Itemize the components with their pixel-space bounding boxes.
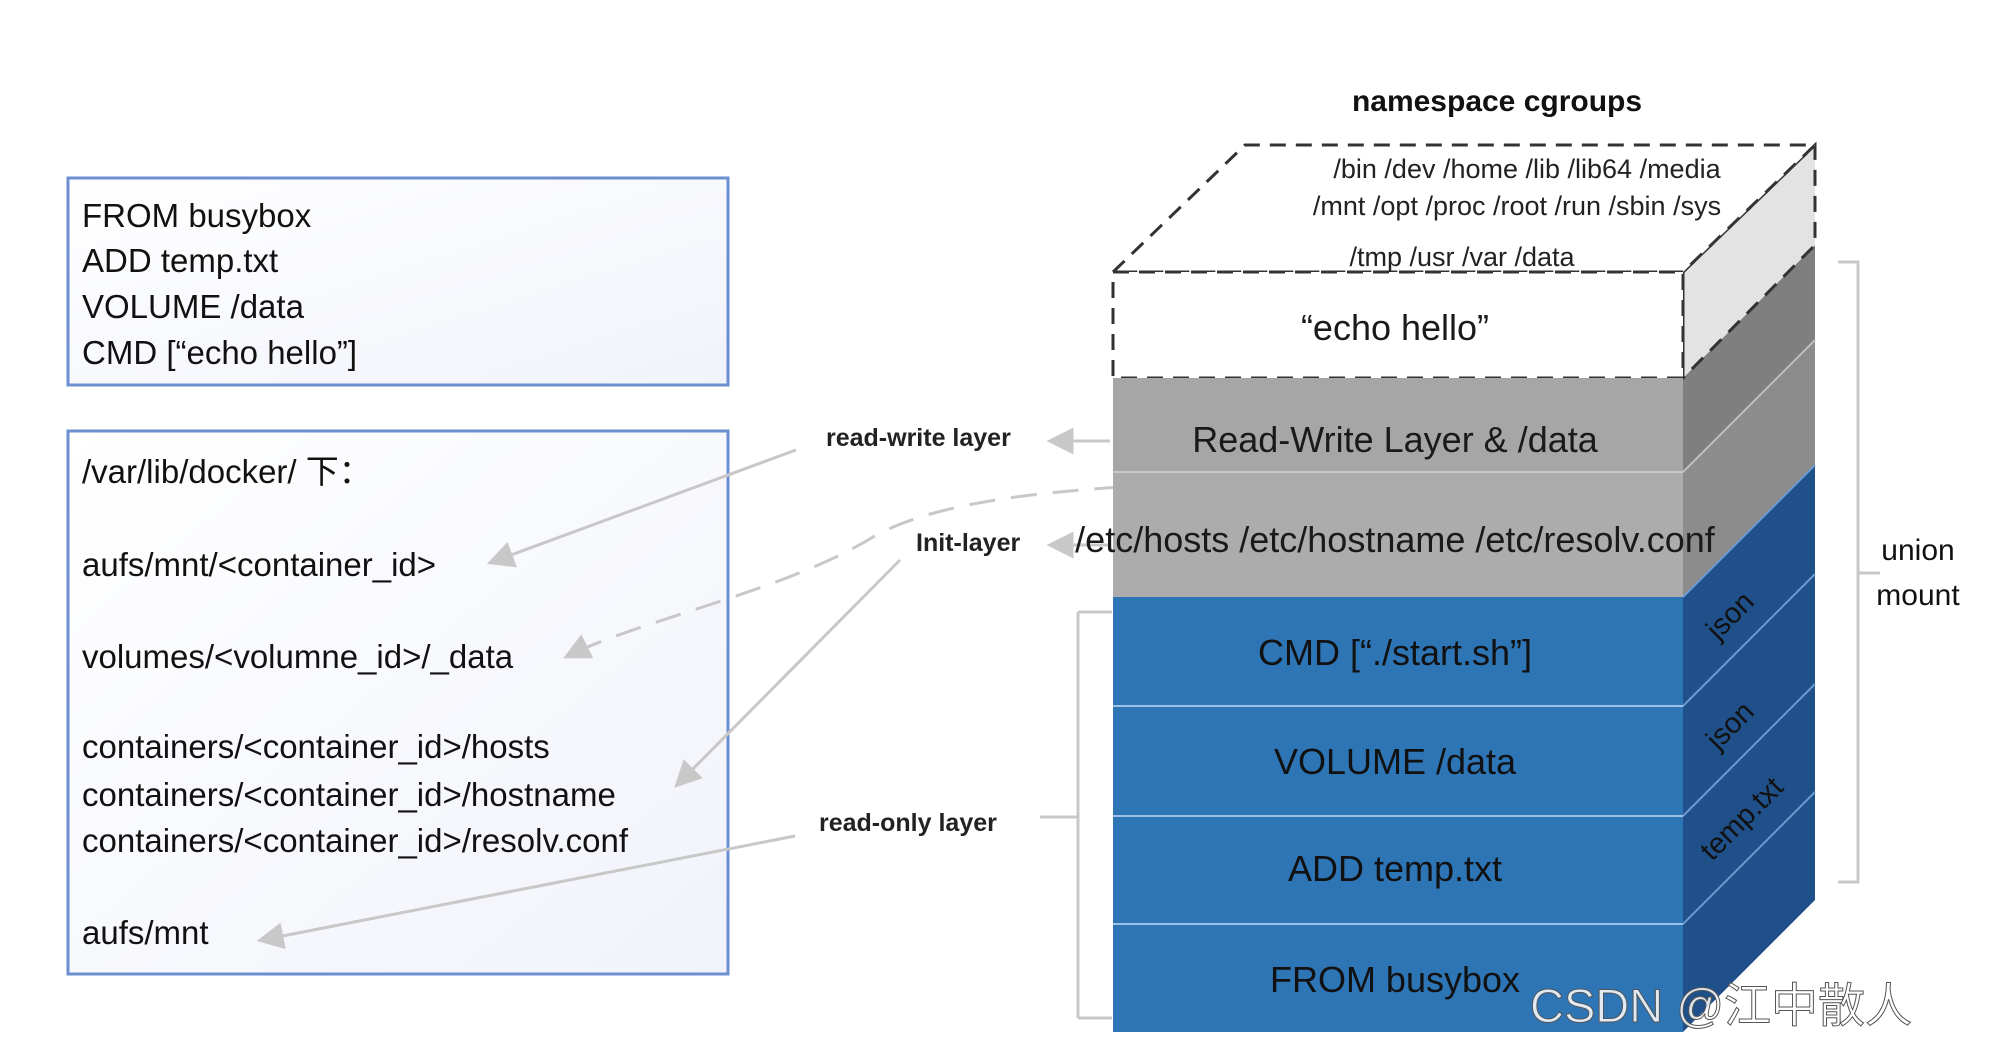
union-label: union	[1881, 534, 1954, 567]
cmd-layer-front	[1113, 597, 1683, 706]
from-layer-text: FROM busybox	[1270, 959, 1520, 1000]
ro-path-arrow	[256, 834, 796, 950]
echo-hello-text: “echo hello”	[1301, 307, 1489, 348]
init-layer-front	[1113, 472, 1683, 597]
csdn-watermark: CSDN @江中散人	[1530, 979, 1912, 1032]
rw-layer-side	[1683, 245, 1815, 472]
container-echo-layer	[1111, 270, 1685, 380]
ro-bracket	[1076, 610, 1112, 1020]
namespace-cgroups-title: namespace cgroups	[1352, 85, 1642, 118]
init-layer-label: Init-layer	[916, 529, 1020, 557]
ro-layer-path: aufs/mnt	[82, 914, 209, 951]
mount-label: mount	[1876, 579, 1960, 612]
dockerfile-line-2: ADD temp.txt	[82, 242, 278, 279]
paths-header: /var/lib/docker/ 下：	[82, 453, 372, 490]
resolv-path: containers/<container_id>/resolv.conf	[82, 822, 629, 859]
add-layer-side	[1683, 684, 1815, 924]
cmd-layer-text: CMD [“./start.sh”]	[1258, 632, 1532, 673]
from-layer-front	[1113, 924, 1683, 1032]
from-layer-side	[1683, 792, 1815, 1032]
read-only-layer-label: read-only layer	[819, 809, 997, 837]
cmd-layer-side	[1683, 465, 1815, 706]
layer-stack	[1109, 141, 1819, 1032]
init-layer-side	[1683, 340, 1815, 597]
add-layer-text: ADD temp.txt	[1288, 848, 1502, 889]
add-layer-front	[1113, 816, 1683, 924]
volume-layer-text: VOLUME /data	[1274, 741, 1517, 782]
dockerfile-line-3: VOLUME /data	[82, 288, 305, 325]
top-dirs-line-3: /tmp /usr /var /data	[1349, 242, 1575, 272]
volume-path: volumes/<volumne_id>/_data	[82, 638, 514, 675]
top-dirs-line-2: /mnt /opt /proc /root /run /sbin /sys	[1313, 191, 1721, 221]
dockerfile-line-4: CMD [“echo hello”]	[82, 334, 357, 371]
top-dirs-line-1: /bin /dev /home /lib /lib64 /media	[1333, 154, 1721, 184]
docker-paths-box: /var/lib/docker/ 下： aufs/mnt/<container_…	[66, 429, 730, 976]
dockerfile-box: FROM busybox ADD temp.txt VOLUME /data C…	[66, 176, 730, 387]
rw-path-arrow	[486, 448, 797, 568]
hostname-path: containers/<container_id>/hostname	[82, 776, 616, 813]
union-bracket	[1838, 260, 1880, 884]
init-path-arrow	[674, 558, 902, 788]
init-layer-text: /etc/hosts /etc/hostname /etc/resolv.con…	[1075, 519, 1716, 560]
rw-layer-front	[1113, 378, 1683, 472]
dockerfile-line-1: FROM busybox	[82, 197, 312, 234]
volume-layer-front	[1113, 706, 1683, 816]
hosts-path: containers/<container_id>/hosts	[82, 728, 550, 765]
rw-layer-text: Read-Write Layer & /data	[1192, 419, 1599, 460]
read-write-layer-label: read-write layer	[826, 424, 1011, 452]
rw-layer-path: aufs/mnt/<container_id>	[82, 546, 436, 583]
volume-layer-side	[1683, 574, 1815, 816]
